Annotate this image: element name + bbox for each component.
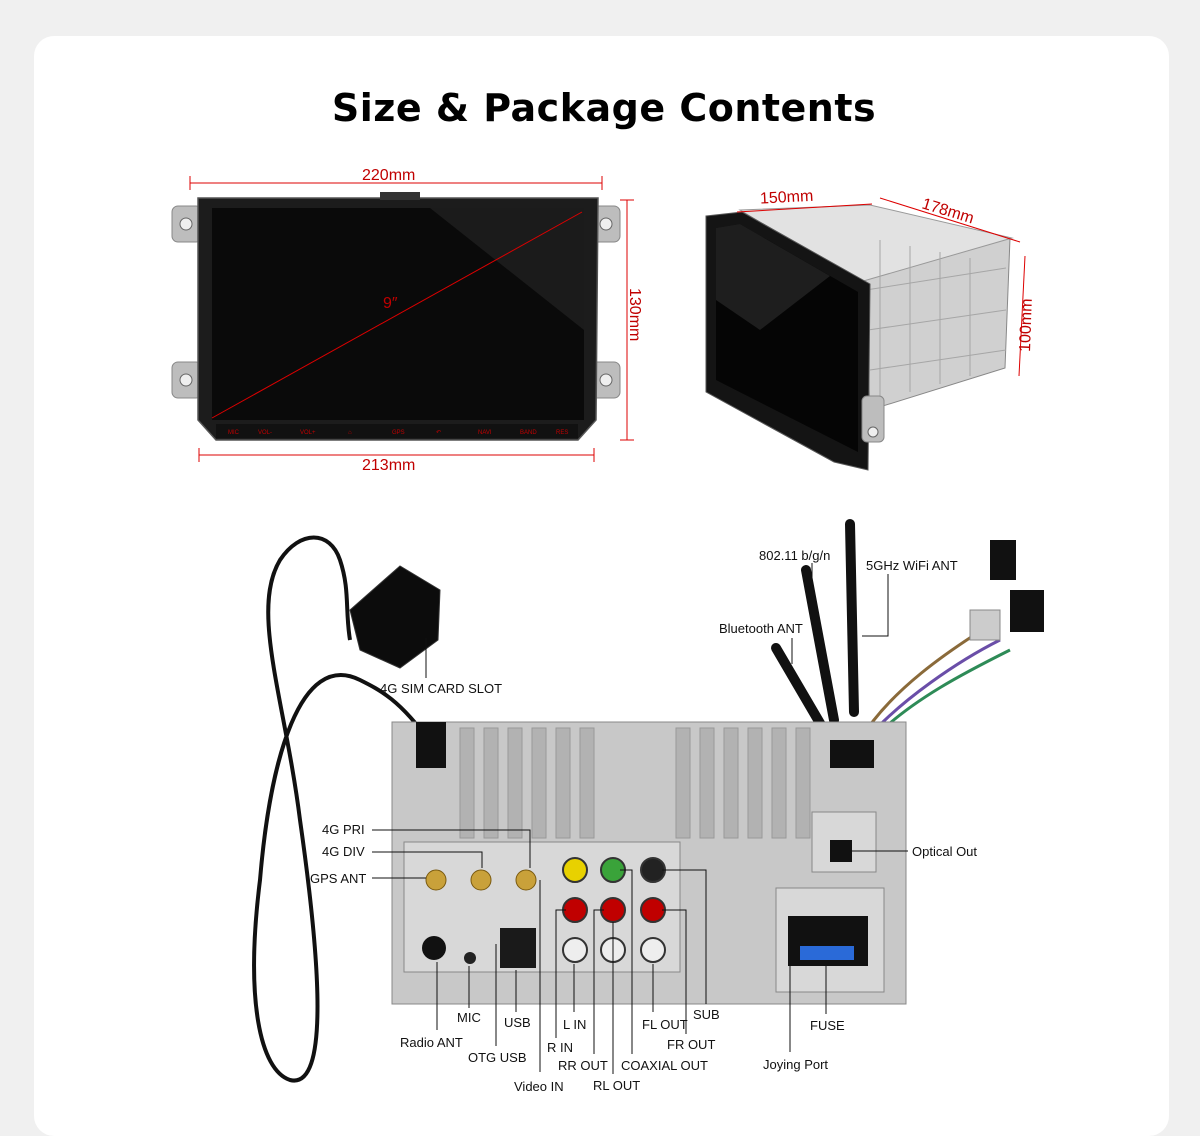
height-label: 130mm xyxy=(626,288,643,341)
front-button-label: ⌂ xyxy=(348,430,352,436)
label-video-in: Video IN xyxy=(514,1079,564,1094)
front-button-label: VOL- xyxy=(258,430,272,436)
width-front-label: 220mm xyxy=(362,167,415,184)
label-joying-port: Joying Port xyxy=(763,1057,828,1072)
sim-card-cable xyxy=(252,535,441,1083)
label-fuse: FUSE xyxy=(810,1018,845,1033)
label-gps: GPS ANT xyxy=(310,871,366,886)
width-bottom-label: 213mm xyxy=(362,457,415,474)
front-button-label: NAVI xyxy=(478,430,492,436)
side-view: 150mm 178mm 100mm xyxy=(705,188,1036,471)
front-view: MIC VOL- VOL+ ⌂ GPS ↶ NAVI BAND RES 9″ 2… xyxy=(171,167,643,474)
label-wifi-5ghz: 5GHz WiFi ANT xyxy=(866,558,958,573)
label-bluetooth: Bluetooth ANT xyxy=(719,621,803,636)
front-buttons: MIC VOL- VOL+ ⌂ GPS ↶ NAVI BAND RES xyxy=(228,429,568,436)
label-coaxial-out: COAXIAL OUT xyxy=(621,1058,708,1073)
front-button-label: GPS xyxy=(392,430,405,436)
rear-panel xyxy=(391,721,907,1005)
label-fr-out: FR OUT xyxy=(667,1037,715,1052)
label-optical: Optical Out xyxy=(912,844,977,859)
front-button-label: VOL+ xyxy=(300,430,316,436)
depth-height-label: 100mm xyxy=(1017,298,1036,352)
label-wifi: 802.11 b/g/n xyxy=(759,548,830,563)
label-sim-slot: 4G SIM CARD SLOT xyxy=(380,681,502,696)
page-title: Size & Package Contents xyxy=(331,86,877,130)
label-rl-out: RL OUT xyxy=(593,1078,640,1093)
label-4g-div: 4G DIV xyxy=(322,844,365,859)
label-usb: USB xyxy=(504,1015,531,1030)
depth-width-label: 150mm xyxy=(760,188,814,208)
front-button-label: MIC xyxy=(228,430,240,436)
label-otg-usb: OTG USB xyxy=(468,1050,527,1065)
label-sub: SUB xyxy=(693,1007,720,1022)
label-mic: MIC xyxy=(457,1010,481,1025)
front-button-label: ↶ xyxy=(436,429,441,436)
label-rr-out: RR OUT xyxy=(558,1058,608,1073)
antenna-cables xyxy=(771,519,1044,742)
label-r-in: R IN xyxy=(547,1040,573,1055)
front-button-label: RES xyxy=(556,430,568,436)
label-l-in: L IN xyxy=(563,1017,586,1032)
label-4g-pri: 4G PRI xyxy=(322,822,365,837)
label-fl-out: FL OUT xyxy=(642,1017,688,1032)
label-radio-ant: Radio ANT xyxy=(400,1035,463,1050)
diagonal-label: 9″ xyxy=(383,295,398,312)
front-button-label: BAND xyxy=(520,430,537,436)
